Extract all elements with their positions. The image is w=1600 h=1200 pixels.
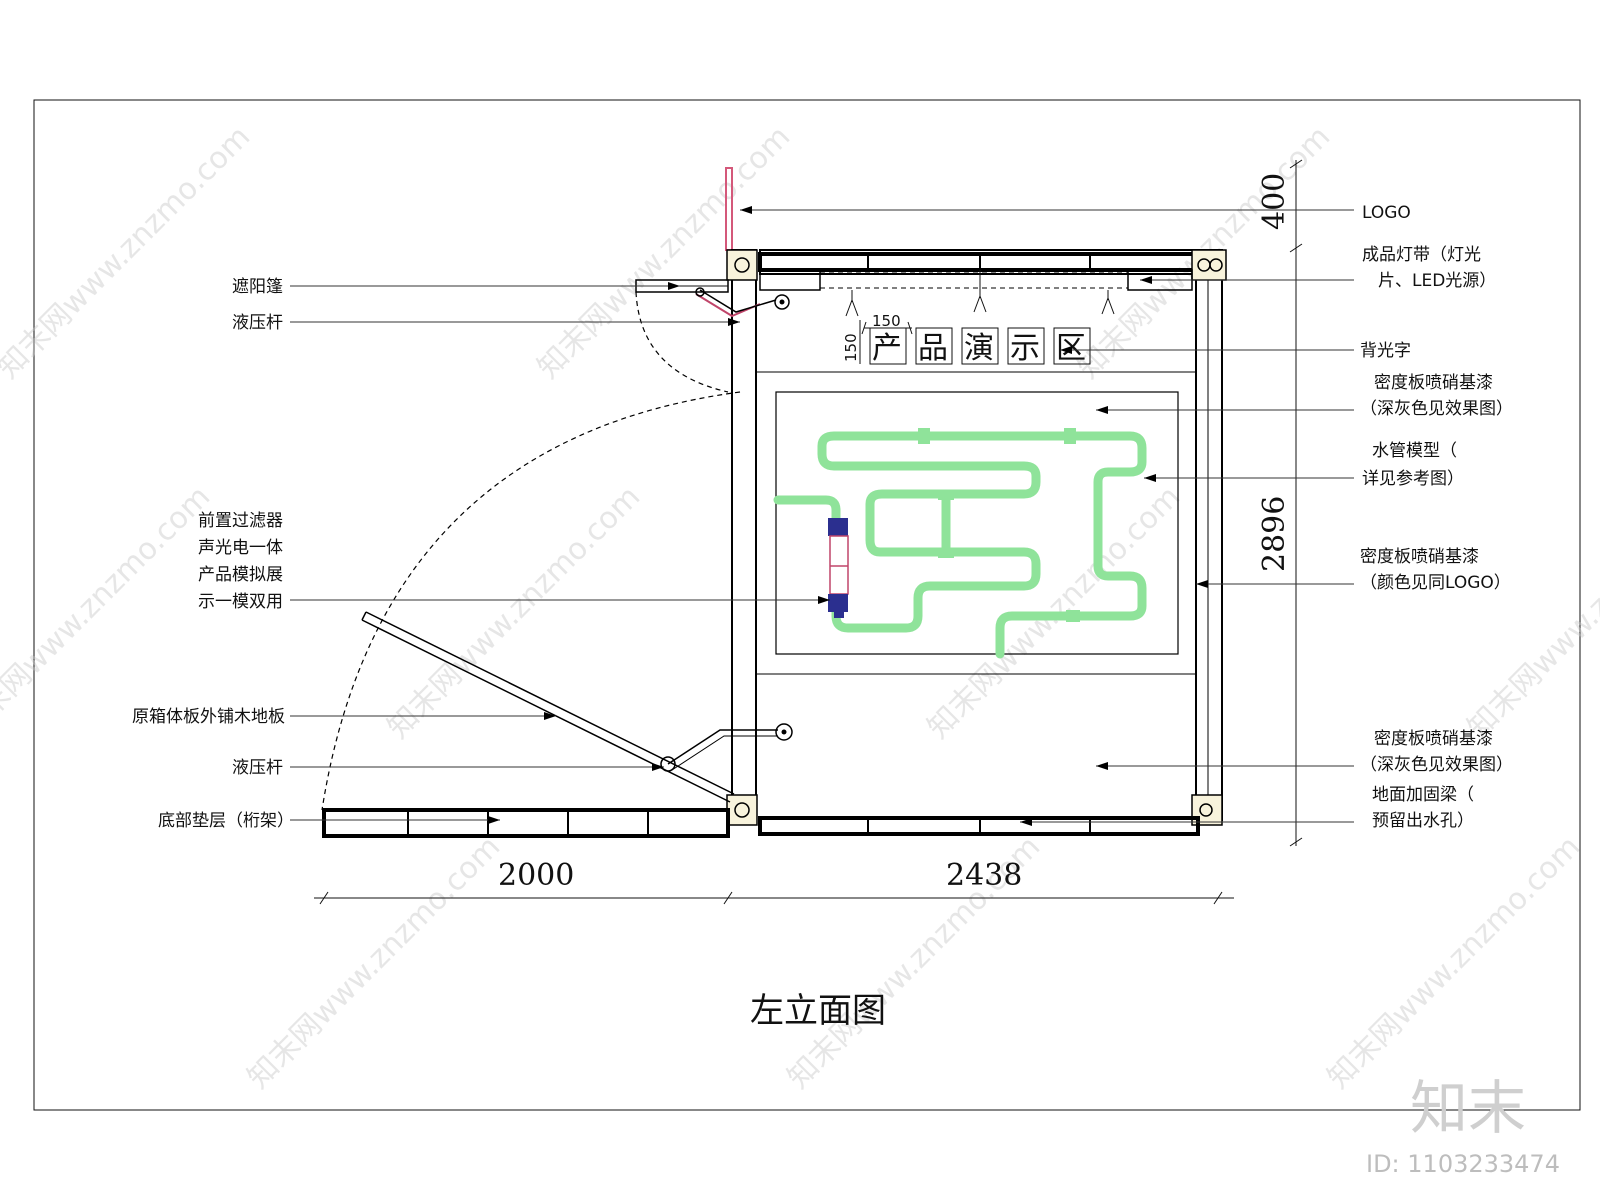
drawing-title: 左立面图: [750, 991, 886, 1031]
dimension-2896: 2896: [1257, 496, 1292, 572]
water-pipe-model: [773, 428, 1147, 659]
label-filter-3: 产品模拟展: [198, 565, 283, 585]
bottom-dimension-line: 2000 2438: [314, 858, 1234, 905]
svg-text:知末网www.znzmo.com: 知末网www.znzmo.com: [1321, 829, 1587, 1095]
label-floor-beam-2: 预留出水孔）: [1372, 811, 1474, 831]
label-mdf-upper-1: 密度板喷硝基漆: [1374, 373, 1493, 393]
svg-text:知末网www.znzmo.com: 知末网www.znzmo.com: [241, 829, 507, 1095]
label-mdf-logo-2: （颜色见同LOGO）: [1360, 573, 1511, 593]
label-hydraulic-rod-upper: 液压杆: [232, 313, 283, 333]
label-pipe-model-2: 详见参考图）: [1362, 469, 1464, 489]
sign-dimension: 150 150: [842, 312, 913, 364]
sign-char: 产: [872, 331, 902, 366]
right-annotations: LOGO 成品灯带（灯光 片、LED光源） 背光字 密度板喷硝基漆 （深灰色见效…: [740, 203, 1513, 831]
label-logo: LOGO: [1362, 203, 1411, 223]
label-bottom-truss: 底部垫层（桁架）: [158, 811, 294, 831]
label-filter-1: 前置过滤器: [198, 511, 283, 531]
awning-swing-arc: [635, 291, 729, 393]
sign-char: 演: [964, 331, 994, 366]
label-mdf-lower-1: 密度板喷硝基漆: [1374, 729, 1493, 749]
drawing-frame: [33, 99, 1581, 1111]
svg-text:知末网www.znzmo.com: 知末网www.znzmo.com: [381, 479, 647, 745]
right-dimension-line: 400 2896: [1257, 159, 1303, 847]
svg-text:150: 150: [872, 312, 901, 330]
label-backlit-letters: 背光字: [1360, 341, 1411, 361]
svg-text:知末网www.znzmo.com: 知末网www.znzmo.com: [0, 479, 217, 745]
label-floor-beam-1: 地面加固梁（: [1372, 785, 1474, 805]
dimension-2000: 2000: [498, 858, 574, 893]
label-mdf-lower-2: （深灰色见效果图）: [1360, 755, 1513, 775]
svg-text:知末网www.znzmo.com: 知末网www.znzmo.com: [1461, 479, 1600, 745]
label-filter-4: 示一模双用: [198, 592, 283, 612]
label-mdf-logo-1: 密度板喷硝基漆: [1360, 547, 1479, 567]
right-column: [1191, 249, 1227, 826]
left-annotations: 遮阳篷 液压杆 前置过滤器 声光电一体 产品模拟展 示一模双用 原箱体板外铺木地…: [132, 277, 830, 831]
backlit-sign: 产 品 演 示 区: [869, 327, 1091, 366]
dimension-2438: 2438: [946, 858, 1022, 893]
sign-char: 品: [918, 331, 948, 366]
label-awning: 遮阳篷: [232, 277, 283, 297]
floor-swing-arc: [321, 391, 741, 811]
label-hydraulic-rod-lower: 液压杆: [232, 758, 283, 778]
bottom-truss: [322, 808, 730, 838]
left-column: [726, 249, 758, 826]
upper-panel: [755, 371, 1197, 675]
label-led-strip-1: 成品灯带（灯光: [1362, 245, 1481, 265]
floor-reinforcement-beam: [758, 816, 1200, 836]
label-mdf-upper-2: （深灰色见效果图）: [1360, 399, 1513, 419]
pre-filter: [828, 518, 849, 618]
label-pipe-model-1: 水管模型（: [1372, 441, 1457, 461]
svg-text:知末网www.znzmo.com: 知末网www.znzmo.com: [0, 119, 257, 385]
sign-char: 示: [1010, 331, 1040, 366]
label-wood-floor: 原箱体板外铺木地板: [132, 707, 285, 727]
svg-text:150: 150: [842, 333, 860, 362]
image-id-watermark: ID: 1103233474: [1366, 1150, 1560, 1178]
label-filter-2: 声光电一体: [198, 538, 283, 558]
dimension-400: 400: [1257, 173, 1292, 230]
lower-hydraulic-rod: [660, 723, 793, 772]
label-led-strip-2: 片、LED光源）: [1378, 271, 1496, 291]
pipe-display-board: [775, 391, 1179, 655]
spot-lights: [845, 270, 1115, 317]
sign-char: 区: [1056, 331, 1086, 366]
brand-watermark: 知末: [1410, 1074, 1526, 1142]
awning: [635, 279, 790, 318]
